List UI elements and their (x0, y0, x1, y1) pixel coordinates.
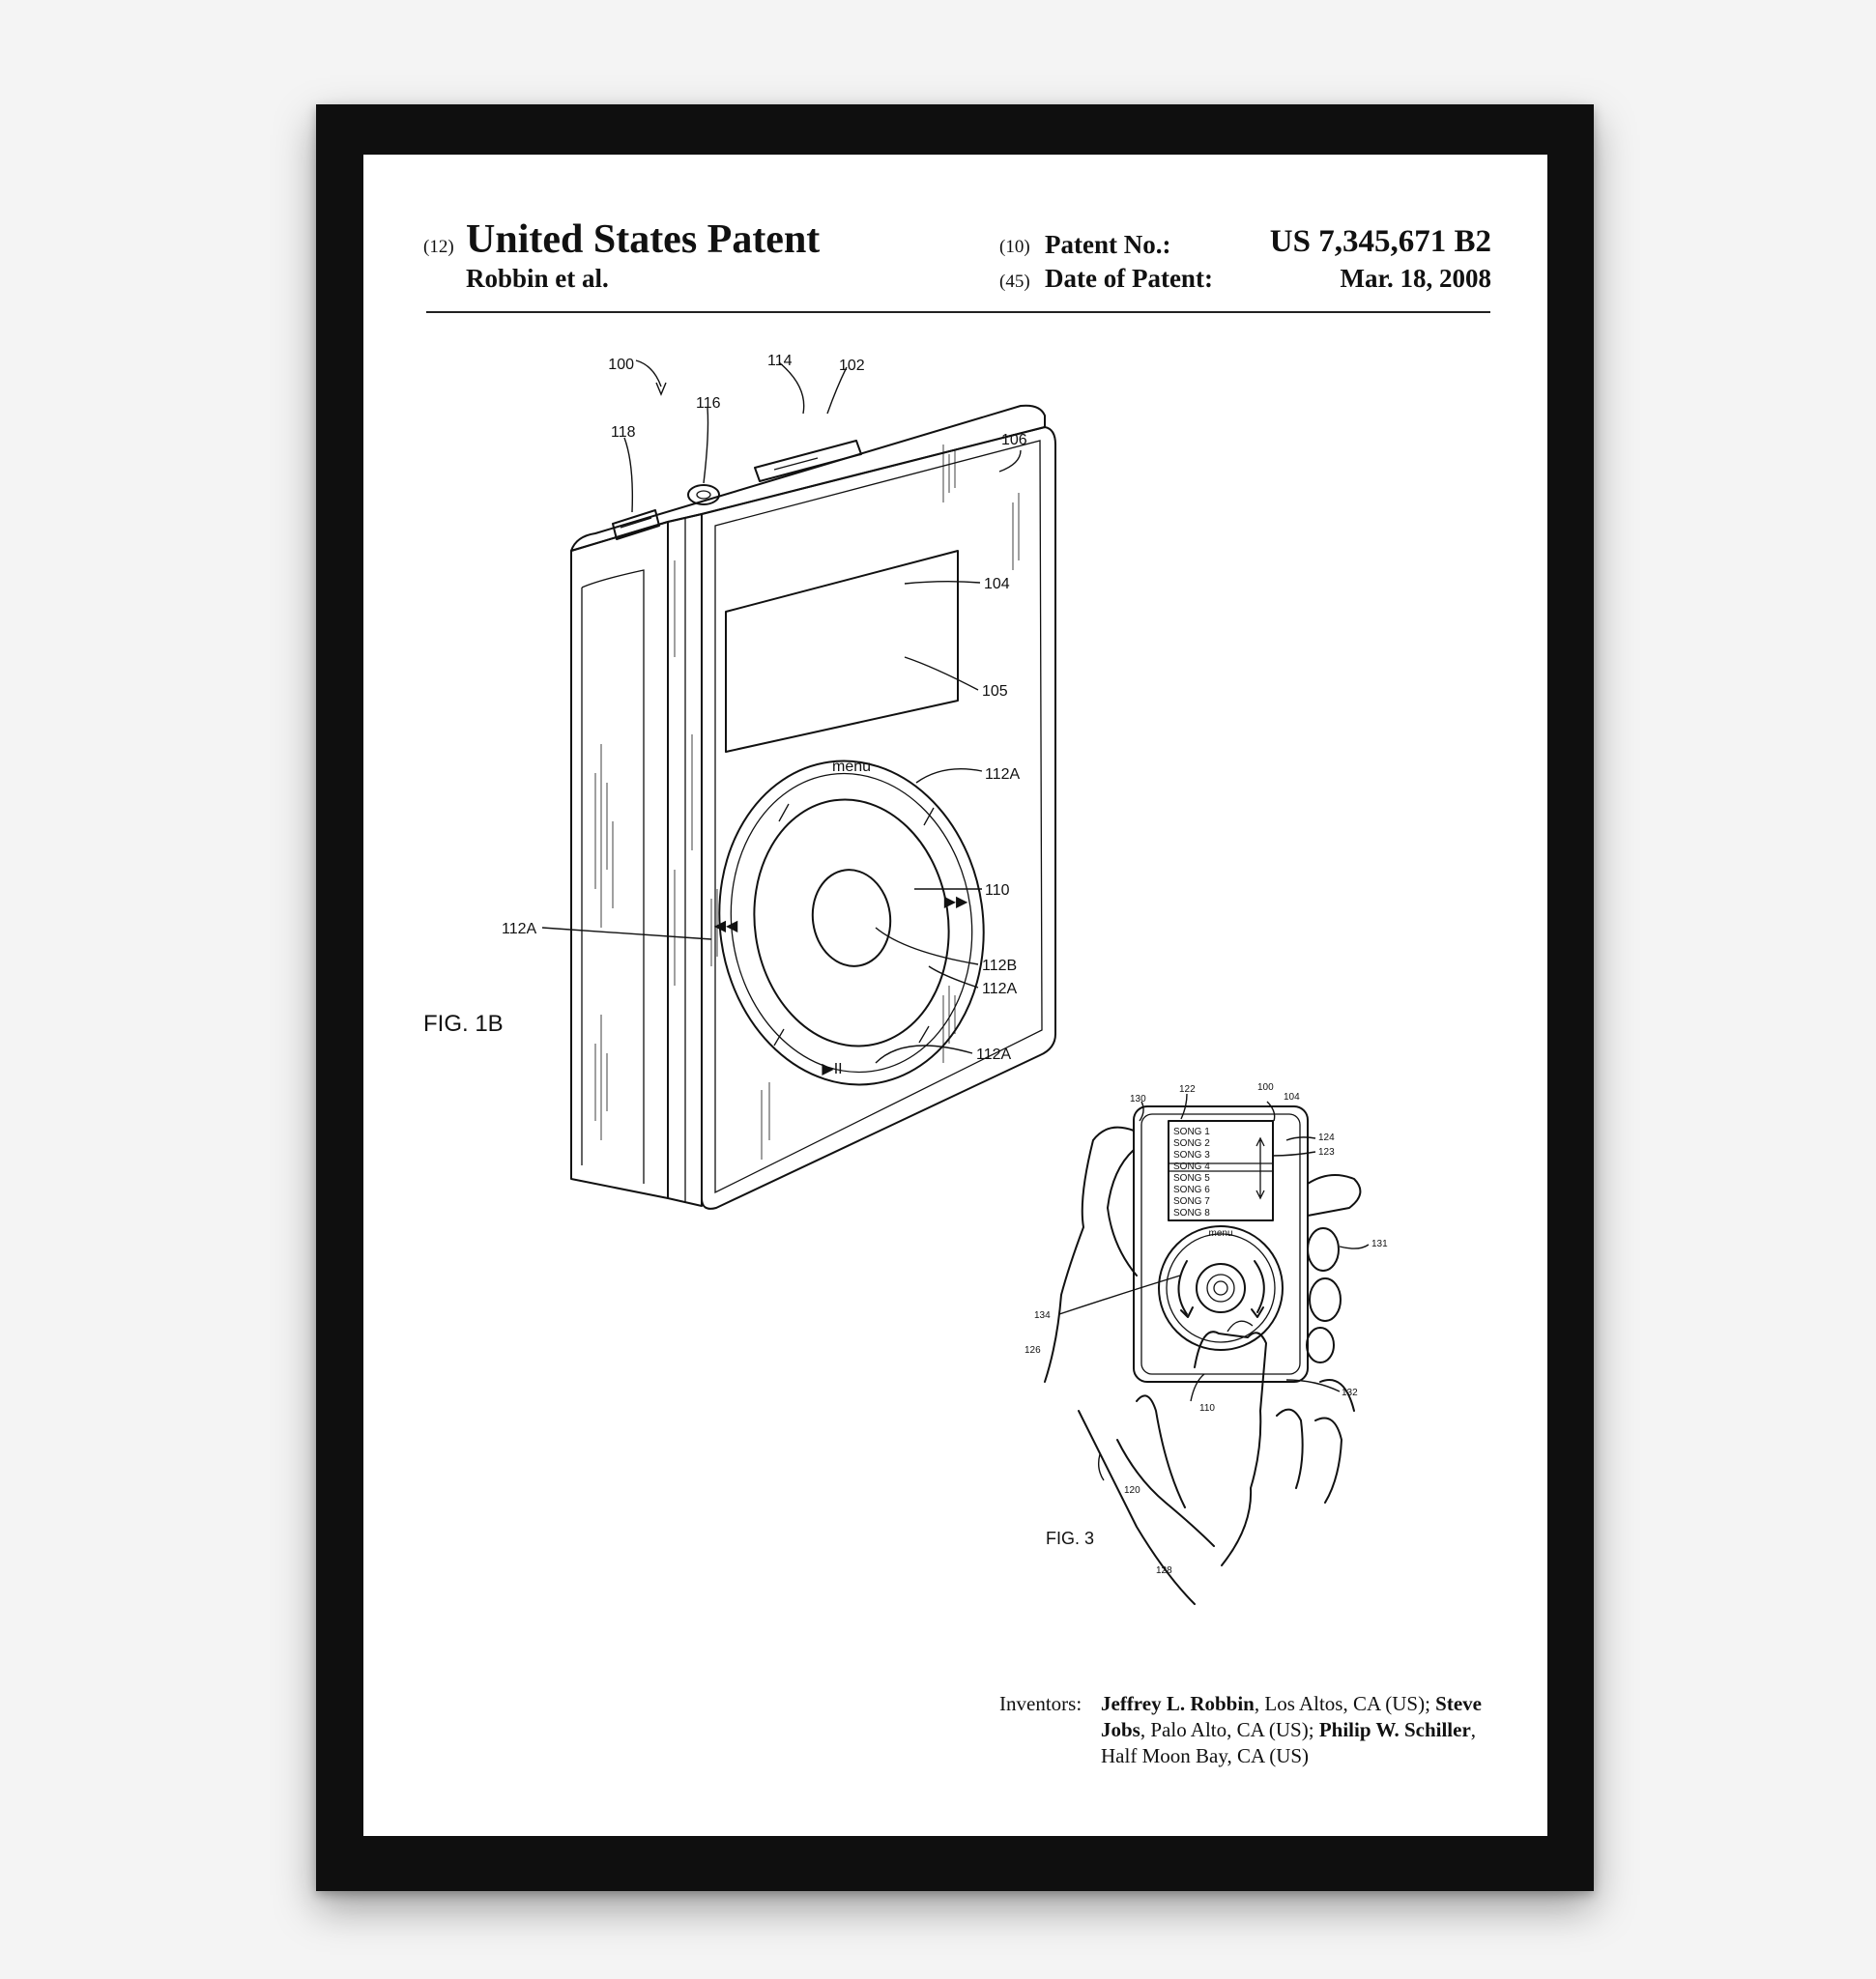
ref-102: 102 (839, 358, 865, 374)
fig3-ref-131: 131 (1371, 1239, 1388, 1249)
song-item-selected: SONG 4 (1173, 1162, 1210, 1172)
song-item: SONG 2 (1173, 1138, 1210, 1149)
ipod-left-side (571, 522, 668, 1198)
patent-sheet: (12) United States Patent Robbin et al. … (363, 155, 1547, 1836)
fig3-right-finger-b (1315, 1419, 1342, 1504)
ref-116: 116 (696, 395, 721, 412)
ipod-front-bevel (715, 441, 1042, 1192)
fig3-ref-128: 128 (1156, 1565, 1172, 1576)
wheel-play-pause-label: ▶II (822, 1061, 842, 1077)
fig3-finger-3 (1310, 1278, 1341, 1321)
ref-106: 106 (1001, 432, 1027, 448)
song-item: SONG 6 (1173, 1185, 1210, 1195)
wheel-next-label: ▶▶ (944, 894, 968, 910)
inventor-name: Philip W. Schiller (1319, 1718, 1471, 1741)
ref-118: 118 (611, 424, 636, 441)
ref-112b: 112B (982, 958, 1017, 974)
wheel-menu-label: menu (832, 759, 871, 775)
fig3-ref-104: 104 (1284, 1092, 1300, 1103)
song-item: SONG 3 (1173, 1150, 1210, 1161)
ref-112a-bottom: 112A (976, 1047, 1012, 1063)
click-wheel-outer (699, 744, 1004, 1103)
inventors-label: Inventors: (999, 1691, 1082, 1717)
fig3-rotation-arrow-left (1179, 1261, 1188, 1314)
song-item: SONG 7 (1173, 1196, 1210, 1207)
inventor-location: , Palo Alto, CA (US); (1140, 1718, 1314, 1741)
song-item: SONG 5 (1173, 1173, 1210, 1184)
fig3-rotation-arrow-right (1255, 1261, 1264, 1312)
fig3-wrist (1079, 1411, 1195, 1604)
fig3-ref-130: 130 (1130, 1094, 1146, 1104)
center-button (806, 865, 896, 971)
patent-drawings: .ln { fill: none; stroke: #111; stroke-w… (363, 155, 1547, 1836)
wheel-previous-label: ◀◀ (714, 918, 738, 934)
fig-1b-label: FIG. 1B (423, 1011, 504, 1037)
fig3-ref-122: 122 (1179, 1084, 1196, 1095)
fig3-ref-126: 126 (1025, 1345, 1041, 1356)
fig3-finger-1 (1308, 1175, 1360, 1216)
ref-104: 104 (984, 576, 1010, 592)
fig3-center-button (1197, 1264, 1245, 1312)
ref-110: 110 (985, 882, 1010, 899)
firewire-port (613, 510, 659, 539)
fig3-hand-drawing: SONG 1 SONG 2 SONG 3 SONG 4 SONG 5 SONG … (1025, 1082, 1388, 1604)
fig3-finger-2 (1308, 1228, 1339, 1271)
ref-105: 105 (982, 683, 1008, 700)
ref-100: 100 (608, 357, 634, 373)
ipod-top-face (571, 406, 1045, 551)
fig3-scroll-arrow (1256, 1138, 1264, 1198)
ref-114: 114 (767, 353, 793, 369)
fig3-ipod-body (1134, 1106, 1308, 1382)
fig3-thumbnail (1227, 1321, 1253, 1332)
fig3-right-finger-a (1277, 1410, 1303, 1488)
inventor-location: , Los Altos, CA (US); (1255, 1692, 1430, 1715)
fig1b-ipod-drawing: menu ▶II ◀◀ ▶▶ 100 114 102 116 (423, 353, 1055, 1209)
fig3-finger-4 (1307, 1328, 1334, 1362)
fig3-ref-132: 132 (1342, 1388, 1358, 1398)
inventors-list: Jeffrey L. Robbin, Los Altos, CA (US); S… (1101, 1691, 1507, 1769)
fig3-ref-123: 123 (1318, 1147, 1335, 1158)
song-item: SONG 8 (1173, 1208, 1210, 1219)
ipod-display (726, 551, 958, 752)
inventor-name: Jeffrey L. Robbin (1101, 1692, 1255, 1715)
fig3-ref-134: 134 (1034, 1310, 1051, 1321)
ref-112a-left: 112A (502, 921, 537, 937)
fig3-wheel-menu-label: menu (1208, 1228, 1232, 1239)
ref-112a-top: 112A (985, 766, 1021, 783)
fig3-index-finger (1137, 1395, 1185, 1507)
fig3-ref-120: 120 (1124, 1485, 1140, 1496)
ipod-front-face (702, 427, 1055, 1209)
song-item: SONG 1 (1173, 1127, 1210, 1137)
fig3-ref-100: 100 (1257, 1082, 1274, 1093)
fig3-ref-124: 124 (1318, 1133, 1335, 1143)
ref-112a-right: 112A (982, 981, 1018, 997)
fig3-song-list: SONG 1 SONG 2 SONG 3 SONG 4 SONG 5 SONG … (1173, 1127, 1210, 1219)
click-wheel-track (738, 787, 965, 1058)
fig3-thumb (1195, 1332, 1266, 1565)
fig-3-label: FIG. 3 (1046, 1529, 1094, 1548)
fig3-ref-110: 110 (1199, 1403, 1215, 1414)
